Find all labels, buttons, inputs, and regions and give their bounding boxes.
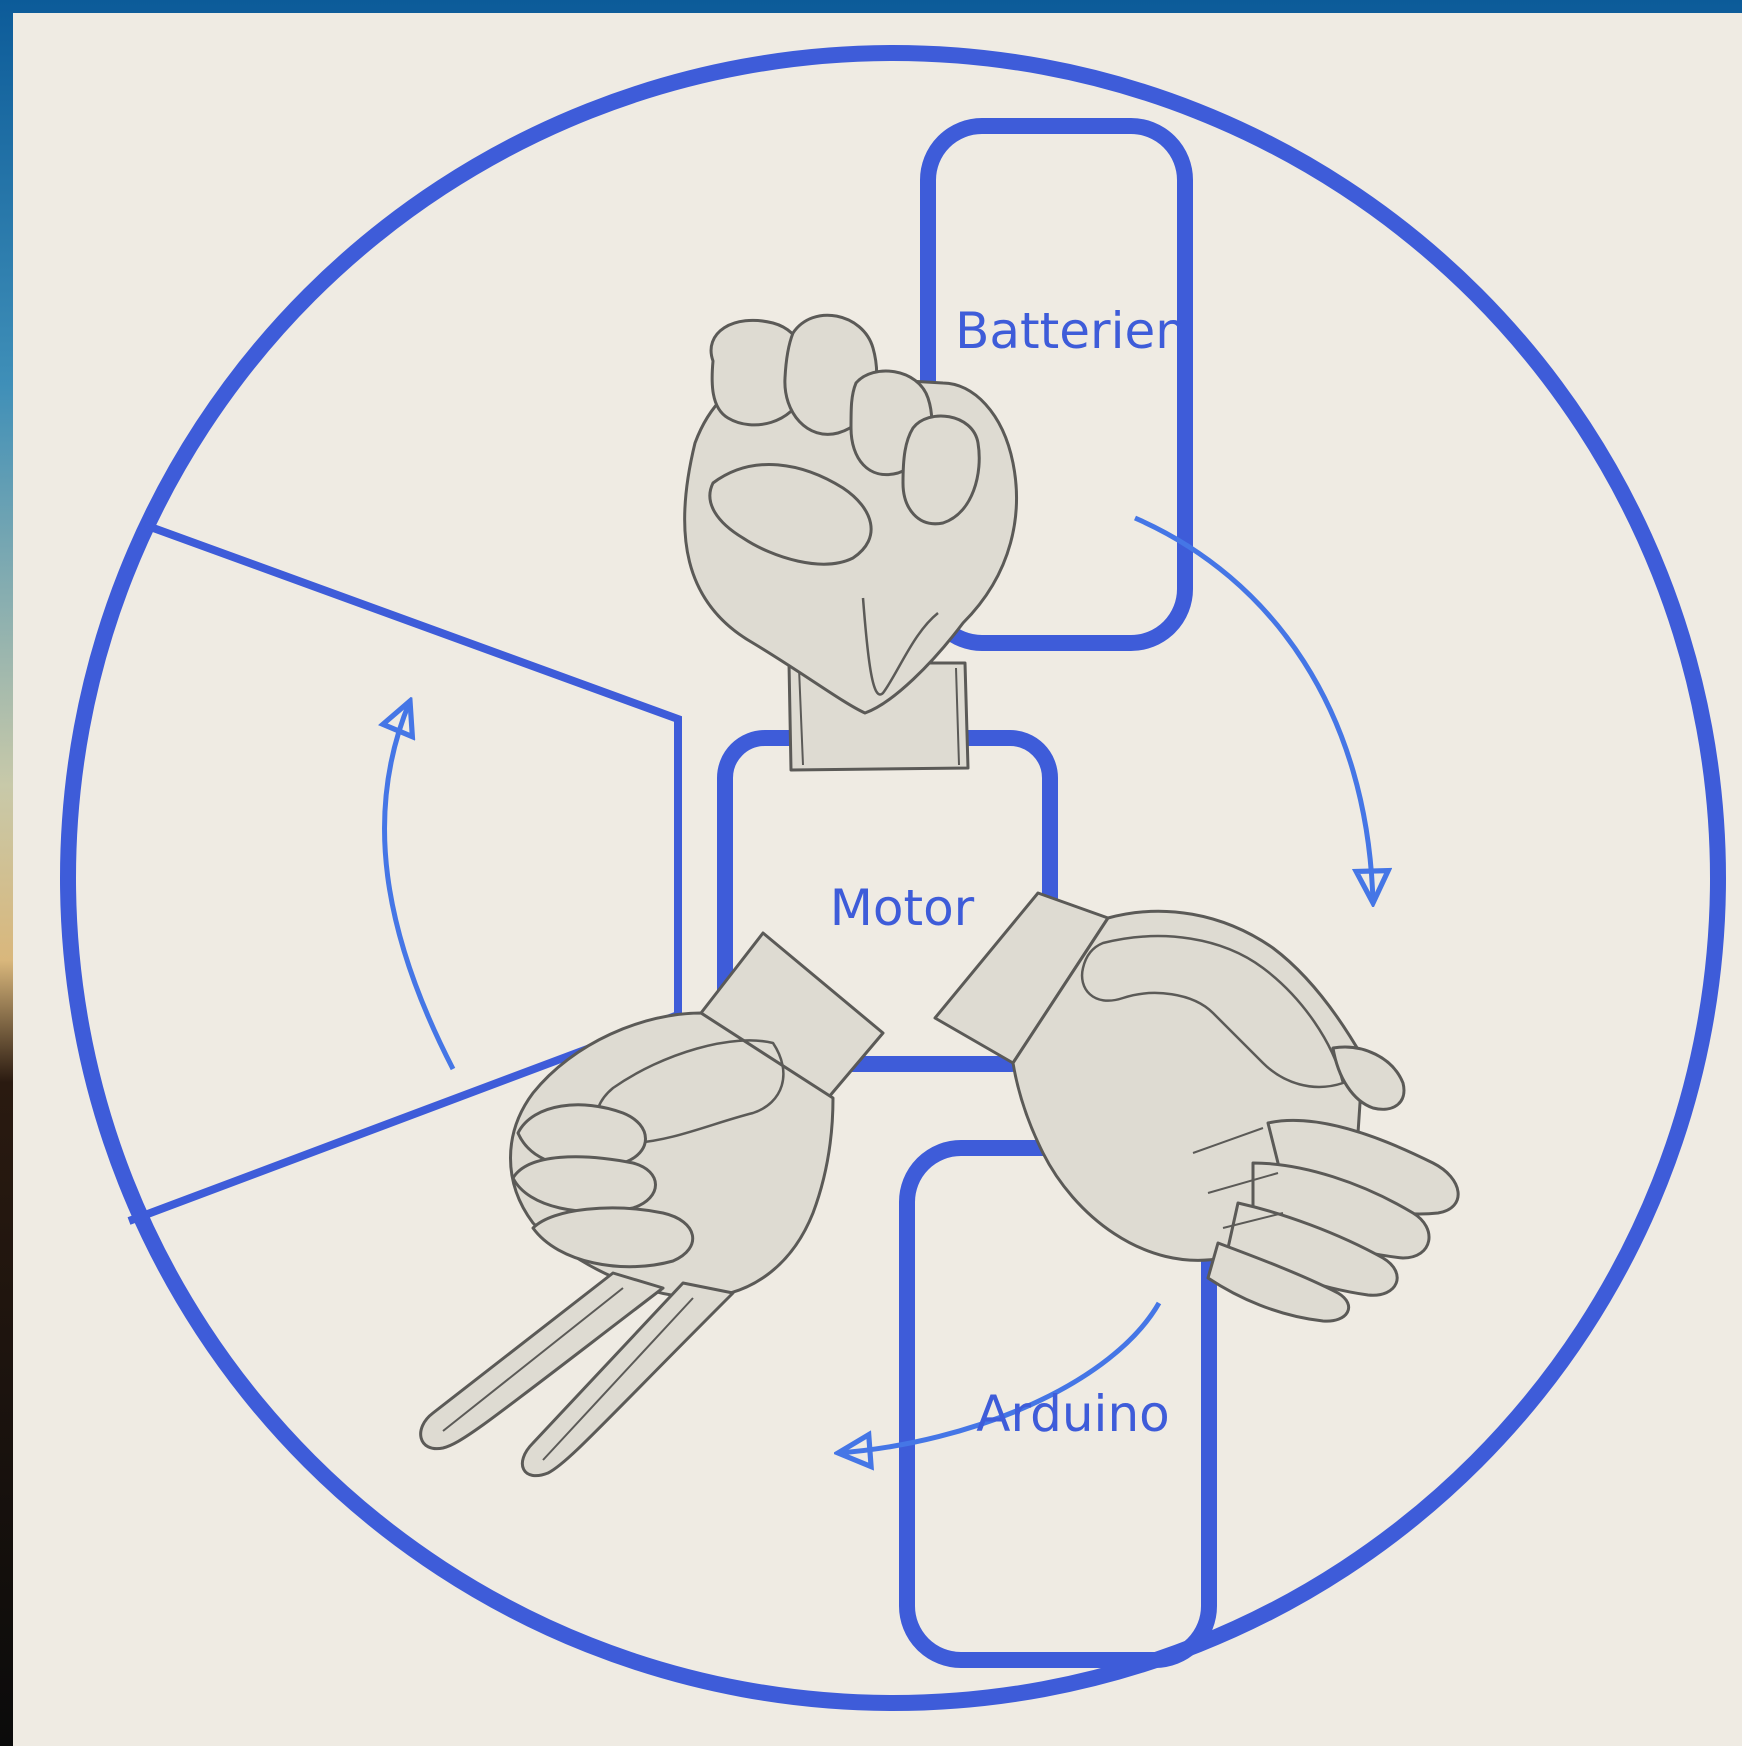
flat-hand — [935, 893, 1458, 1321]
diagram-canvas: Batterien Motor Arduino — [13, 13, 1742, 1746]
peace-hand — [421, 933, 883, 1476]
motor-label: Motor — [830, 879, 975, 937]
fist-hand — [685, 315, 1017, 770]
arrow-left — [384, 701, 453, 1069]
arrow-top-right — [1135, 518, 1373, 903]
arduino-label: Arduino — [976, 1385, 1169, 1443]
gesture-cycle-diagram: Batterien Motor Arduino — [13, 13, 1742, 1746]
batteries-label: Batterien — [955, 302, 1187, 360]
outer-circle — [68, 53, 1718, 1703]
